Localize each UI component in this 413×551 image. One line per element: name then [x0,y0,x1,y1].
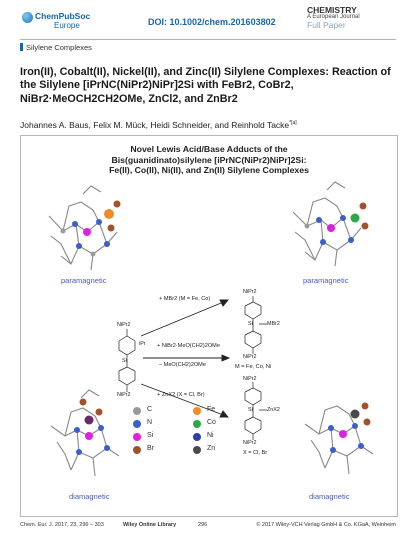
molecule-ni-atoms [74,398,110,455]
toc-title-line1: Novel Lewis Acid/Base Adducts of the [130,144,288,154]
molecule-zn-complex-image [304,405,374,475]
footer-copyright: © 2017 Wiley-VCH Verlag GmbH & Co. KGaA,… [256,522,396,528]
page-header: ChemPubSoc Europe DOI: 10.1002/chem.2016… [0,0,413,38]
reactant-ipr: iPr [139,341,146,347]
molecule-fe-complex-image [48,185,118,271]
reaction-condition-3: + ZnX2 (X = Cl, Br) [157,392,205,398]
legend-swatch-si [133,433,141,441]
legend-label-ni: Ni [207,432,214,439]
reaction-condition-2a: + NiBr2·MeO(CH2)2OMe [157,343,220,349]
product1-npr2-top: NiPr2 [243,289,257,295]
page-footer: Chem. Eur. J. 2017, 23, 296 – 303 Wiley … [20,522,396,532]
label-paramagnetic-left: paramagnetic [61,276,107,285]
legend-label-co: Co [207,419,216,426]
molecule-co-atoms [304,202,369,245]
legend-swatch-c [133,407,141,415]
toc-scheme-drawing [48,181,374,477]
reaction-condition-2b: – MeO(CH2)2OMe [159,362,206,368]
molecule-zn-atoms [328,402,371,453]
article-type: Full Paper [307,20,346,30]
legend-label-zn: Zn [207,445,216,452]
product-znx2-structure-lines [244,382,267,440]
reactant-npr2-top: NiPr2 [117,322,131,328]
footer-page-number: 296 [198,522,208,528]
author-names: Johannes A. Baus, Felix M. Mück, Heidi S… [20,120,290,130]
legend-label-br: Br [147,445,154,452]
reactant-si: Si [122,358,127,364]
journal-brand: CHEMISTRY A European Journal Full Paper [307,5,397,30]
section-label-text: Silylene Complexes [26,43,92,52]
reaction-condition-1: + MBr2 (M = Fe, Co) [159,296,211,302]
author-list: Johannes A. Baus, Felix M. Mück, Heidi S… [20,120,297,130]
legend-swatch-co [193,420,201,428]
label-paramagnetic-right: paramagnetic [303,276,349,285]
reactant-npr2-bottom: NiPr2 [117,392,131,398]
header-divider [20,39,396,40]
label-diamagnetic-left: diamagnetic [69,492,110,501]
product1-label: M = Fe, Co, Ni [235,364,272,370]
journal-subtitle: A European Journal [307,14,360,20]
article-title: Iron(II), Cobalt(II), Nickel(II), and Zi… [20,66,391,105]
journal-name: CHEMISTRY [307,5,357,15]
molecule-co-complex-image [292,181,362,267]
silylene-structure-lines [118,329,136,392]
product-mbr2-structure-lines [244,296,267,354]
product2-label: X = Cl, Br [243,450,268,456]
legend-swatch-n [133,420,141,428]
toc-graphic: Novel Lewis Acid/Base Adducts of the Bis… [20,135,398,517]
legend-swatch-zn [193,446,201,454]
logo-text-line2: Europe [54,21,80,30]
legend-label-fe: Fe [207,406,216,413]
doi-link[interactable]: DOI: 10.1002/chem.201603802 [148,17,276,27]
legend-swatch-br [133,446,141,454]
legend-label-si: Si [147,432,154,439]
section-marker-icon [20,43,23,51]
product1-npr2-bottom: NiPr2 [243,354,257,360]
chempubsoc-logo: ChemPubSoc Europe [22,11,94,34]
footer-library[interactable]: Wiley Online Library [123,522,177,528]
legend-swatch-ni [193,433,201,441]
reaction-arrows [140,299,231,418]
product2-znx2: ZnX2 [267,407,280,413]
logo-sphere-icon [22,12,33,23]
section-label: Silylene Complexes [20,43,92,52]
product2-si: Si [248,407,253,413]
footer-citation: Chem. Eur. J. 2017, 23, 296 – 303 [20,522,104,528]
product2-npr2-top: NiPr2 [243,376,257,382]
legend-label-n: N [147,419,153,426]
author-affiliation-mark: *[a] [289,120,297,127]
product1-si: Si [248,321,253,327]
label-diamagnetic-right: diamagnetic [309,492,350,501]
toc-title-line3: Fe(II), Co(II), Ni(II), and Zn(II) Silyl… [109,165,309,175]
legend-label-c: C [147,406,153,413]
product1-mbr2: MBr2 [267,321,280,327]
product2-npr2-bottom: NiPr2 [243,440,257,446]
toc-title: Novel Lewis Acid/Base Adducts of the Bis… [21,144,397,176]
molecule-fe-atoms [60,200,121,257]
legend-swatch-fe [193,407,201,415]
toc-title-line2: Bis(guanidinato)silylene [iPrNC(NiPr2)Ni… [111,154,307,165]
logo-text-line1: ChemPubSoc [35,11,91,21]
